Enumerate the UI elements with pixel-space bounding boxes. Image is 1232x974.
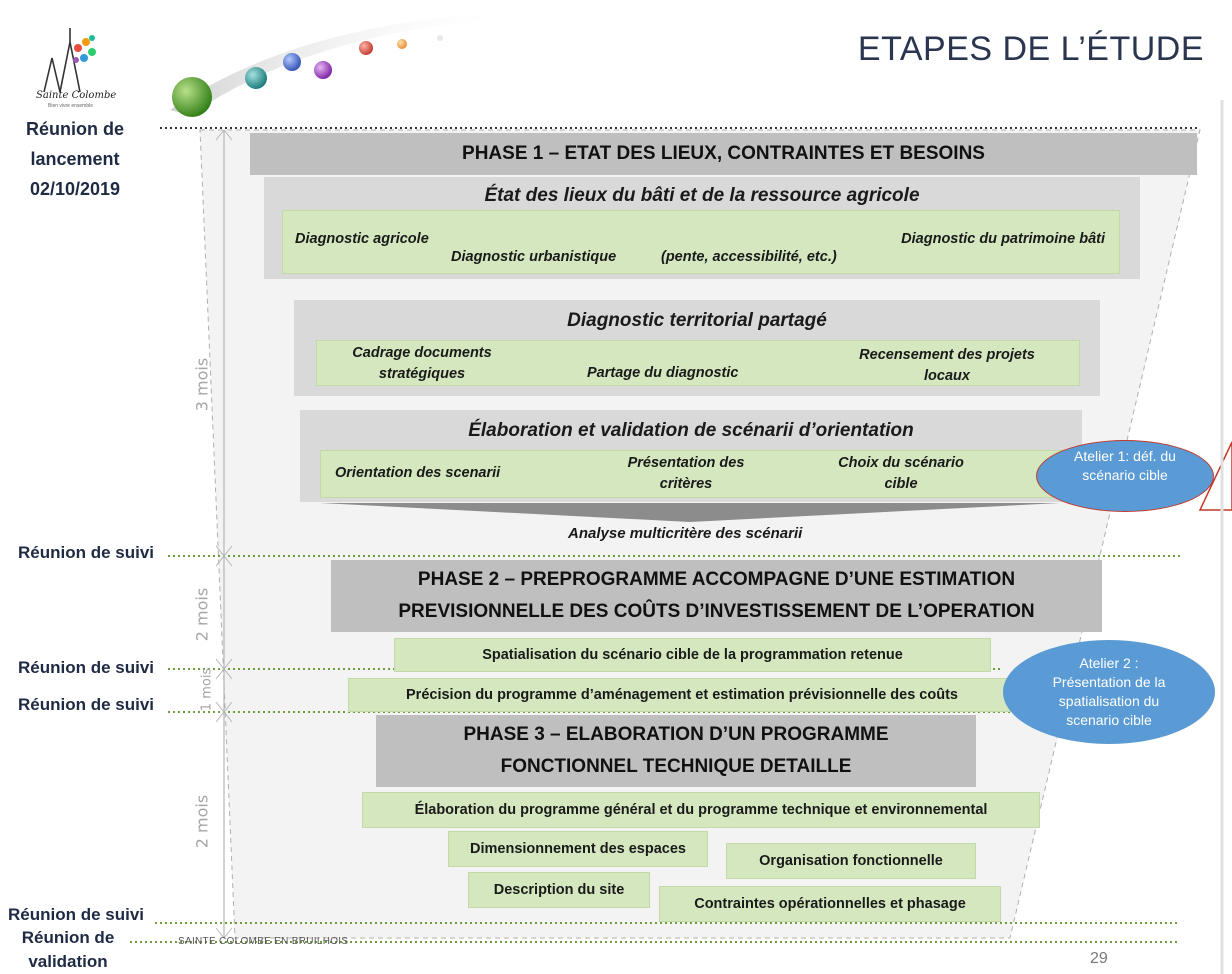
- diagnostic-agricole: Diagnostic agricole: [295, 231, 429, 247]
- presentation-criteres: Présentation des critères: [627, 455, 745, 492]
- elaboration-programme: Élaboration du programme général et du p…: [362, 792, 1040, 828]
- atelier-1-callout: Atelier 1: déf. du scénario cible: [1036, 440, 1214, 512]
- logo-subtext: Bien vivre ensemble: [48, 103, 94, 109]
- milestone-followup-1: Réunion de suivi: [18, 543, 155, 562]
- duration-phase-3: 2 mois: [192, 794, 212, 849]
- milestone-kickoff: Réunion de lancement 02/10/2019: [26, 119, 124, 199]
- footer-text: SAINTE COLOMBE EN BRUILHOIS: [178, 936, 349, 947]
- decorative-ball-small: [437, 35, 443, 41]
- timeline-arrow: [215, 129, 233, 141]
- decorative-ball-purple: [314, 61, 332, 79]
- milestone-followup-3: Réunion de suivi: [18, 695, 155, 714]
- page-number: 29: [1090, 950, 1108, 967]
- contraintes-operationnelles: Contraintes opérationnelles et phasage: [659, 886, 1001, 922]
- scenarii-box: Élaboration et validation de scénarii d’…: [300, 410, 1082, 502]
- analysis-arrow: [320, 503, 1060, 522]
- etat-des-lieux-title: État des lieux du bâti et de la ressourc…: [484, 185, 920, 206]
- spatialisation: Spatialisation du scénario cible de la p…: [394, 638, 991, 672]
- logo-text: Sainte Colombe: [36, 90, 117, 101]
- callout-pointer: [1198, 441, 1232, 511]
- decorative-ball-orange: [397, 39, 407, 49]
- recensement-projets: Recensement des projets locaux: [859, 347, 1035, 384]
- duration-phase-2b: 1 mois: [199, 667, 215, 712]
- phase-3-title-line-2: FONCTIONNEL TECHNIQUE DETAILLE: [500, 756, 852, 777]
- organisation-fonctionnelle: Organisation fonctionnelle: [726, 843, 976, 879]
- duration-phase-2: 2 mois: [192, 587, 212, 642]
- diagnostic-partage-content: Cadrage documents stratégiques Partage d…: [316, 340, 1080, 386]
- choix-scenario: Choix du scénario cible: [838, 455, 964, 492]
- timeline-arrow: [215, 668, 233, 680]
- logo-emblem-icon: [43, 28, 96, 93]
- phase-2-title-line-2: PREVISIONNELLE DES COÛTS D’INVESTISSEMEN…: [398, 601, 1035, 622]
- diagnostic-partage-title: Diagnostic territorial partagé: [567, 310, 827, 331]
- page-title: ETAPES DE L’ÉTUDE: [857, 30, 1204, 68]
- cadrage-documents: Cadrage documents stratégiques: [352, 345, 492, 382]
- diagnostic-patrimoine: Diagnostic du patrimoine bâti: [901, 231, 1105, 247]
- scenarii-content: Orientation des scenarii Présentation de…: [320, 450, 1072, 498]
- timeline-arrow: [215, 555, 233, 567]
- milestone-followup-2: Réunion de suivi: [18, 658, 155, 677]
- duration-phase-1: 3 mois: [192, 357, 212, 412]
- scenarii-title: Élaboration et validation de scénarii d’…: [468, 420, 914, 441]
- decorative-ball-green: [172, 77, 212, 117]
- decorative-ball-blue: [283, 53, 301, 71]
- diagnostic-urbanistique-detail: (pente, accessibilité, etc.): [661, 249, 837, 265]
- milestone-validation: Réunion de validation: [21, 928, 115, 971]
- dimensionnement-espaces: Dimensionnement des espaces: [448, 831, 708, 867]
- decorative-swoosh: [170, 12, 520, 115]
- partage-diagnostic: Partage du diagnostic: [587, 365, 739, 381]
- etat-des-lieux-box: État des lieux du bâti et de la ressourc…: [264, 177, 1140, 279]
- phase-1-title: PHASE 1 – ETAT DES LIEUX, CONTRAINTES ET…: [250, 133, 1197, 175]
- phase-3-title: PHASE 3 – ELABORATION D’UN PROGRAMME FON…: [376, 715, 976, 787]
- description-site: Description du site: [468, 872, 650, 908]
- phase-2-title: PHASE 2 – PREPROGRAMME ACCOMPAGNE D’UNE …: [331, 560, 1102, 632]
- analyse-multicritere: Analyse multicritère des scénarii: [568, 525, 803, 542]
- orientation-scenarii: Orientation des scenarii: [335, 465, 501, 481]
- logo: Sainte Colombe Bien vivre ensemble: [30, 18, 128, 114]
- precision-programme: Précision du programme d’aménagement et …: [348, 678, 1016, 712]
- etat-des-lieux-content: Diagnostic agricole Diagnostic urbanisti…: [282, 210, 1120, 274]
- phase-3-title-line-1: PHASE 3 – ELABORATION D’UN PROGRAMME: [463, 724, 889, 745]
- timeline-arrow: [215, 927, 233, 939]
- milestone-followup-4: Réunion de suivi: [8, 905, 145, 924]
- decorative-ball-red: [359, 41, 373, 55]
- decorative-ball-teal: [245, 67, 267, 89]
- timeline-arrow: [215, 711, 233, 723]
- diagnostic-partage-box: Diagnostic territorial partagé Cadrage d…: [294, 300, 1100, 396]
- phase-2-title-line-1: PHASE 2 – PREPROGRAMME ACCOMPAGNE D’UNE …: [417, 569, 1016, 590]
- atelier-2-callout: Atelier 2 : Présentation de la spatialis…: [1003, 640, 1215, 744]
- diagnostic-urbanistique: Diagnostic urbanistique: [451, 249, 617, 265]
